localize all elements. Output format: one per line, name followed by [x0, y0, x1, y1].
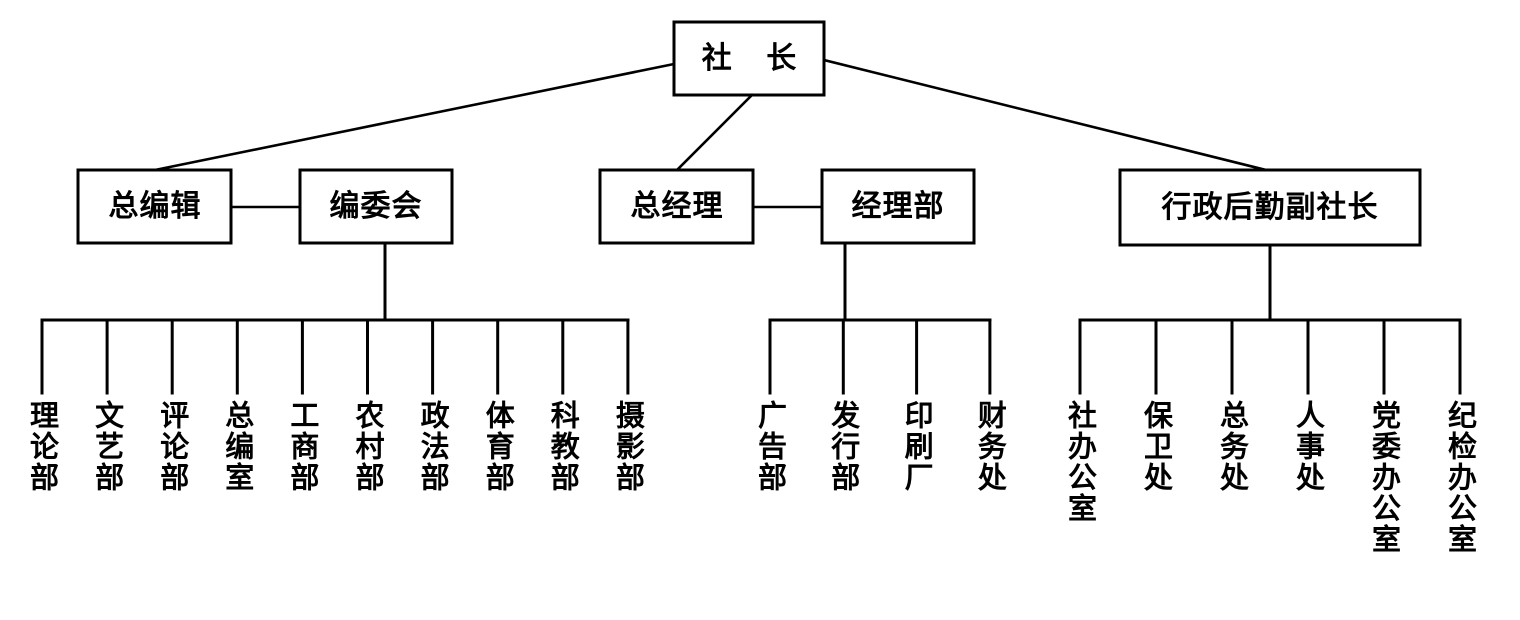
- manager-department-label: 经理部: [852, 189, 945, 224]
- leaf-label-business-1[interactable]: 发行部: [826, 400, 861, 493]
- node-editorial-board[interactable]: 编委会: [298, 168, 454, 245]
- leaf-label-editorial-9[interactable]: 摄影部: [611, 400, 646, 493]
- node-general-manager[interactable]: 总经理: [598, 168, 755, 245]
- president-box[interactable]: [672, 20, 826, 97]
- editorial-board-label: 编委会: [330, 189, 423, 224]
- leaf-label-editorial-0[interactable]: 理论部: [25, 400, 60, 493]
- leaf-label-business-0[interactable]: 广告部: [753, 400, 788, 493]
- leaf-label-editorial-8[interactable]: 科教部: [546, 400, 581, 493]
- node-president[interactable]: 社 长: [672, 20, 826, 97]
- bus-administration: [1078, 318, 1462, 395]
- leaf-label-editorial-2[interactable]: 评论部: [155, 400, 190, 493]
- bus-editorial: [40, 318, 630, 395]
- leaf-label-editorial-5[interactable]: 农村部: [351, 400, 385, 493]
- leaf-label-editorial-3[interactable]: 总编室: [220, 400, 255, 493]
- leaf-label-administration-5[interactable]: 纪检办公室: [1443, 400, 1478, 555]
- bus-business: [768, 318, 992, 395]
- general-manager-box[interactable]: [598, 168, 755, 245]
- edge-president-to-editor-in-chief: [153, 62, 676, 172]
- leaf-label-administration-1[interactable]: 保卫处: [1139, 400, 1174, 493]
- edge-president-to-admin-vice-president: [822, 58, 1268, 172]
- leaf-label-business-2[interactable]: 印刷厂: [900, 400, 935, 493]
- edge-president-to-general-manager: [675, 93, 754, 172]
- admin-vice-president-label: 行政后勤副社长: [1161, 190, 1379, 225]
- admin-vice-president-box[interactable]: [1118, 168, 1422, 247]
- leaf-label-editorial-4[interactable]: 工商部: [285, 400, 320, 493]
- leaf-label-administration-2[interactable]: 总务处: [1215, 400, 1250, 493]
- node-editor-in-chief[interactable]: 总编辑: [76, 168, 233, 245]
- leaf-label-administration-4[interactable]: 党委办公室: [1367, 400, 1402, 555]
- president-label: 社 长: [702, 41, 808, 76]
- leaf-label-editorial-7[interactable]: 体育部: [481, 400, 516, 493]
- node-manager-department[interactable]: 经理部: [820, 168, 976, 245]
- general-manager-label: 总经理: [631, 189, 724, 224]
- leaf-label-editorial-6[interactable]: 政法部: [416, 400, 451, 493]
- leaf-label-editorial-1[interactable]: 文艺部: [90, 400, 125, 493]
- editorial-board-box[interactable]: [298, 168, 454, 245]
- leaf-label-administration-0[interactable]: 社办公室: [1063, 400, 1098, 524]
- node-admin-vice-president[interactable]: 行政后勤副社长: [1118, 168, 1422, 247]
- editor-in-chief-label: 总编辑: [109, 189, 202, 224]
- manager-department-box[interactable]: [820, 168, 976, 245]
- editor-in-chief-box[interactable]: [76, 168, 233, 245]
- leaf-label-business-3[interactable]: 财务处: [973, 400, 1008, 493]
- leaf-label-administration-3[interactable]: 人事处: [1291, 400, 1326, 493]
